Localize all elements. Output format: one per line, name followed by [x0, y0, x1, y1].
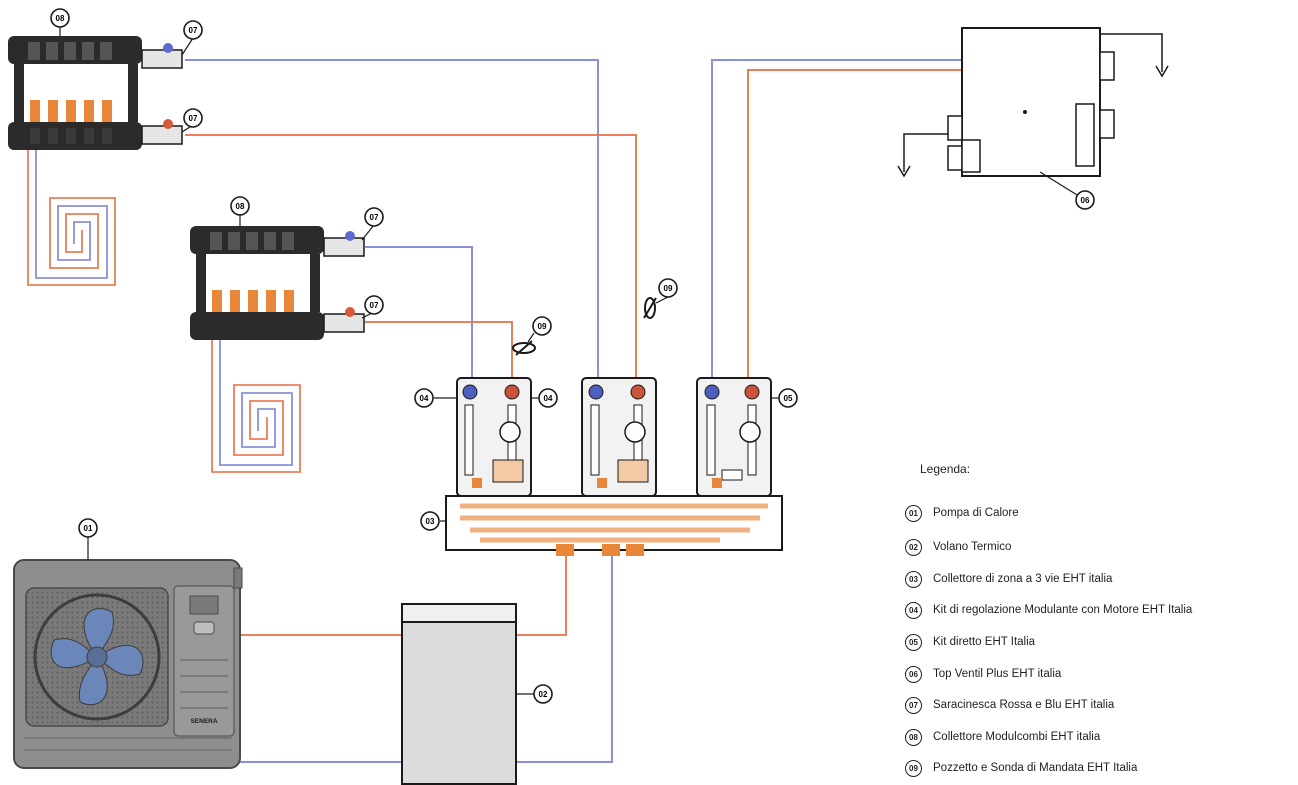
manifold-upper [8, 36, 142, 150]
legend-item-manifold: 08 Collettore Modulcombi EHT italia [905, 724, 1100, 750]
valve-upper-red [142, 119, 182, 144]
legend-label: Pompa di Calore [933, 507, 1019, 519]
legend-label: Kit diretto EHT Italia [933, 636, 1035, 648]
pipe-upper-supply [185, 135, 636, 390]
heat-pump-brand-label: SENERA [190, 718, 217, 725]
legend-title: Legenda: [920, 462, 970, 476]
svg-text:07: 07 [189, 114, 198, 123]
floor-coil-upper [28, 150, 115, 285]
valve-upper-blue [142, 43, 182, 68]
svg-text:07: 07 [370, 213, 379, 222]
badge-valve-upper-blue: 07 [184, 21, 202, 39]
badge-kit-modulating-b: 04 [539, 389, 557, 407]
svg-text:01: 01 [84, 524, 93, 533]
badge-top-ventil: 06 [1076, 191, 1094, 209]
legend-badge: 08 [905, 729, 922, 746]
heat-pump-unit: SENERA [14, 560, 242, 768]
pipe-lower-return [365, 247, 472, 390]
floor-coil-lower [212, 340, 300, 472]
legend-badge: 06 [905, 666, 922, 683]
badge-manifold-lower: 08 [231, 197, 249, 215]
legend-item-kit-modulating: 04 Kit di regolazione Modulante con Moto… [905, 597, 1192, 623]
legend-item-heat-pump: 01 Pompa di Calore [905, 500, 1019, 526]
svg-text:09: 09 [538, 322, 547, 331]
badge-zone-collector: 03 [421, 512, 439, 530]
zone-collector [446, 496, 782, 556]
svg-text:04: 04 [420, 394, 429, 403]
svg-text:03: 03 [426, 517, 435, 526]
legend-badge: 07 [905, 697, 922, 714]
svg-text:07: 07 [370, 301, 379, 310]
valve-lower-red [324, 307, 364, 332]
legend-label: Pozzetto e Sonda di Mandata EHT Italia [933, 762, 1137, 774]
valve-lower-blue [324, 231, 364, 256]
pipe-tank-return [516, 550, 612, 762]
badge-kit-modulating-a: 04 [415, 389, 433, 407]
badge-sensor-a: 09 [533, 317, 551, 335]
svg-text:04: 04 [544, 394, 553, 403]
legend-item-sensor: 09 Pozzetto e Sonda di Mandata EHT Itali… [905, 755, 1137, 781]
badge-sensor-b: 09 [659, 279, 677, 297]
legend-badge: 05 [905, 634, 922, 651]
legend-item-kit-direct: 05 Kit diretto EHT Italia [905, 629, 1035, 655]
legend-label: Kit di regolazione Modulante con Motore … [933, 604, 1192, 616]
legend-badge: 04 [905, 602, 922, 619]
svg-text:08: 08 [56, 14, 65, 23]
badge-kit-direct: 05 [779, 389, 797, 407]
kit-modulating-b [582, 378, 656, 496]
badge-buffer-tank: 02 [534, 685, 552, 703]
badge-valve-upper-red: 07 [184, 109, 202, 127]
legend-item-zone-collector: 03 Collettore di zona a 3 vie EHT italia [905, 566, 1112, 592]
legend-item-top-ventil: 06 Top Ventil Plus EHT italia [905, 661, 1061, 687]
pipe-tank-supply [516, 550, 566, 635]
pipe-upper-return [185, 60, 598, 390]
legend-label: Saracinesca Rossa e Blu EHT italia [933, 699, 1114, 711]
legend-label: Collettore Modulcombi EHT italia [933, 731, 1100, 743]
kit-modulating-a [457, 378, 531, 496]
legend-label: Volano Termico [933, 541, 1011, 553]
legend-badge: 09 [905, 760, 922, 777]
svg-text:05: 05 [784, 394, 793, 403]
legend-item-valve: 07 Saracinesca Rossa e Blu EHT italia [905, 692, 1114, 718]
legend-badge: 02 [905, 539, 922, 556]
badge-manifold-upper: 08 [51, 9, 69, 27]
sensor-probe-a [513, 341, 535, 355]
badge-valve-lower-blue: 07 [365, 208, 383, 226]
top-ventil-unit [898, 28, 1168, 176]
svg-text:06: 06 [1081, 196, 1090, 205]
legend-label: Collettore di zona a 3 vie EHT italia [933, 573, 1112, 585]
piping [185, 60, 962, 762]
svg-text:07: 07 [189, 26, 198, 35]
legend-item-buffer-tank: 02 Volano Termico [905, 534, 1011, 560]
manifold-lower [190, 226, 324, 340]
legend-label: Top Ventil Plus EHT italia [933, 668, 1061, 680]
sensor-probe-b [644, 298, 656, 318]
svg-text:08: 08 [236, 202, 245, 211]
svg-text:02: 02 [539, 690, 548, 699]
legend-badge: 03 [905, 571, 922, 588]
badge-heat-pump: 01 [79, 519, 97, 537]
pipe-ventil-supply [748, 70, 962, 390]
pipe-ventil-return [712, 60, 962, 390]
legend-badge: 01 [905, 505, 922, 522]
svg-text:09: 09 [664, 284, 673, 293]
kit-direct [697, 378, 771, 496]
badge-valve-lower-red: 07 [365, 296, 383, 314]
buffer-tank [402, 604, 516, 784]
